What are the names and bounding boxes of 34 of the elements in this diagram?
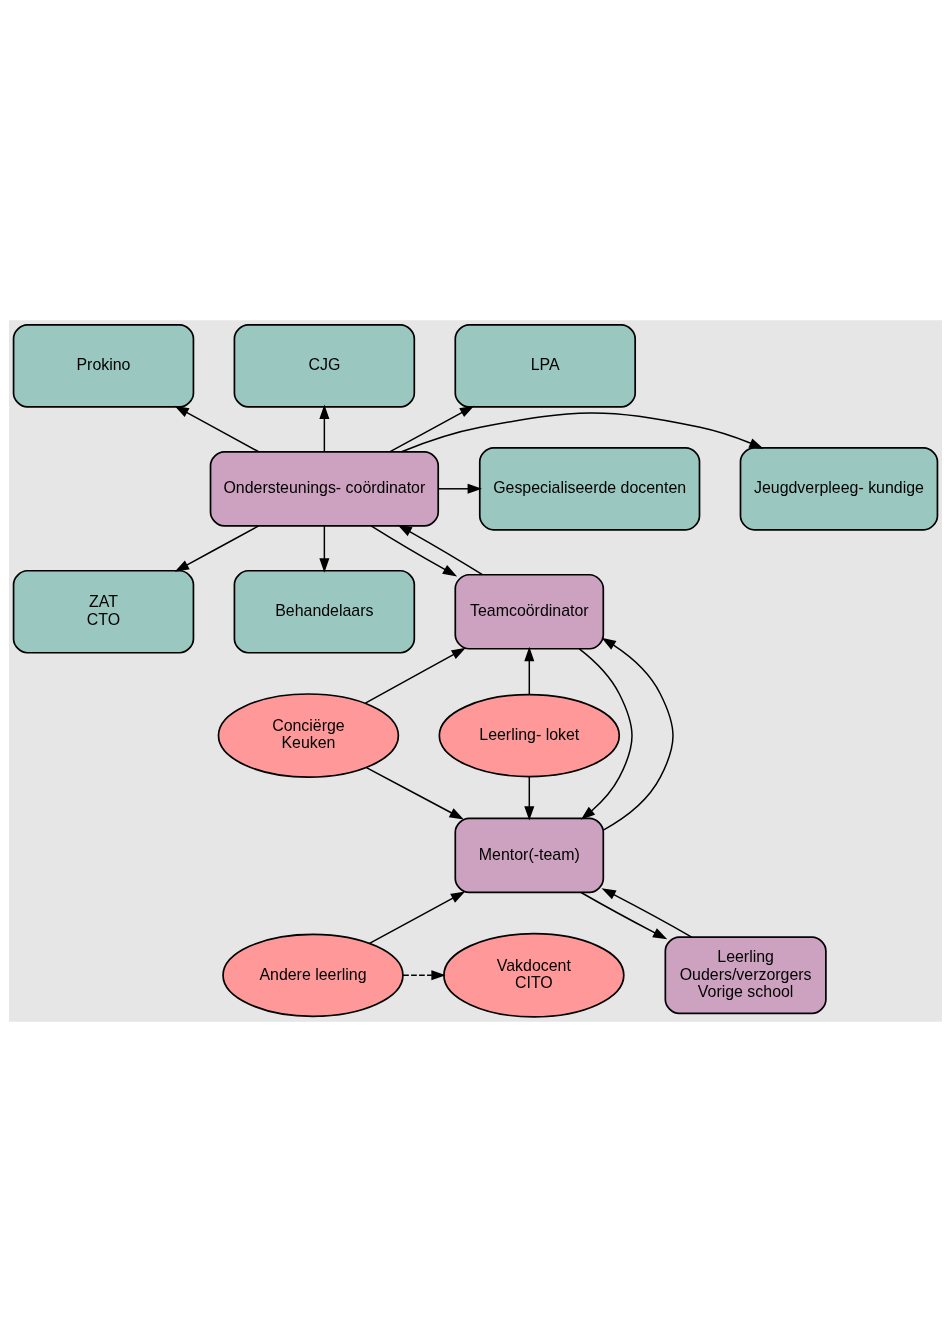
node-ellipse: Vakdocent CITO	[442, 932, 625, 1018]
arrow	[318, 404, 329, 452]
arrow	[365, 766, 464, 819]
node-box: Behandelaars	[233, 569, 415, 654]
arrow	[400, 411, 764, 452]
node-ellipse: Leerling- loket	[438, 693, 620, 777]
arrow	[578, 647, 633, 820]
arrow	[523, 775, 534, 821]
node-box: Gespecialiseerde docenten	[478, 446, 700, 531]
arrow	[401, 969, 446, 980]
arrow	[397, 524, 483, 575]
arrow	[369, 524, 457, 576]
node-ellipse: Conciërge Keuken	[217, 692, 399, 778]
node-box: Mentor(-team)	[453, 817, 604, 893]
arrow	[601, 887, 692, 938]
node-box: Prokino	[12, 323, 194, 408]
node-box: LPA	[453, 323, 636, 408]
arrow	[523, 646, 534, 695]
arrow	[601, 637, 674, 831]
arrow	[579, 891, 667, 939]
node-box: Jeugdverpleeg- kundige	[739, 446, 938, 531]
arrow	[318, 524, 329, 573]
node-box: ZAT CTO	[12, 569, 194, 654]
node-box: Teamcoördinator	[453, 573, 604, 650]
arrow	[364, 647, 466, 704]
arrow	[368, 890, 465, 944]
arrow	[388, 405, 474, 452]
node-box: Leerling Ouders/verzorgers Vorige school	[664, 935, 827, 1014]
arrow	[437, 483, 482, 494]
node-ellipse: Andere leerling	[221, 932, 404, 1017]
arrow	[174, 524, 259, 572]
arrow	[173, 405, 259, 452]
node-box: Ondersteunings- coördinator	[209, 450, 439, 527]
node-box: CJG	[233, 323, 415, 408]
